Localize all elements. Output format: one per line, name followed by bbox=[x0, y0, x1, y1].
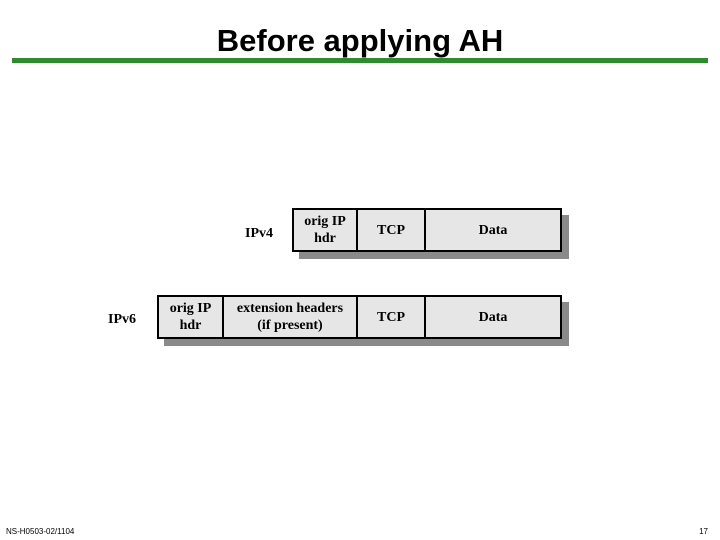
ipv4-orig-ip-hdr-field: orig IP hdr bbox=[292, 208, 358, 252]
ipv4-packet: orig IP hdr TCP Data bbox=[292, 208, 569, 259]
ipv6-label: IPv6 bbox=[108, 312, 136, 327]
ipv6-packet: orig IP hdr extension headers (if presen… bbox=[157, 295, 569, 346]
title-underline bbox=[12, 58, 708, 63]
ipv4-data-field: Data bbox=[426, 208, 562, 252]
ipv4-tcp-field: TCP bbox=[358, 208, 426, 252]
footer-page-number: 17 bbox=[699, 527, 708, 536]
ipv6-data-field: Data bbox=[426, 295, 562, 339]
ipv6-orig-ip-hdr-field: orig IP hdr bbox=[157, 295, 224, 339]
ipv6-tcp-field: TCP bbox=[358, 295, 426, 339]
slide-title: Before applying AH bbox=[216, 23, 504, 58]
footer-document-id: NS-H0503-02/1104 bbox=[6, 527, 75, 536]
ipv4-label: IPv4 bbox=[245, 226, 273, 241]
ipv6-extension-headers-field: extension headers (if present) bbox=[224, 295, 358, 339]
